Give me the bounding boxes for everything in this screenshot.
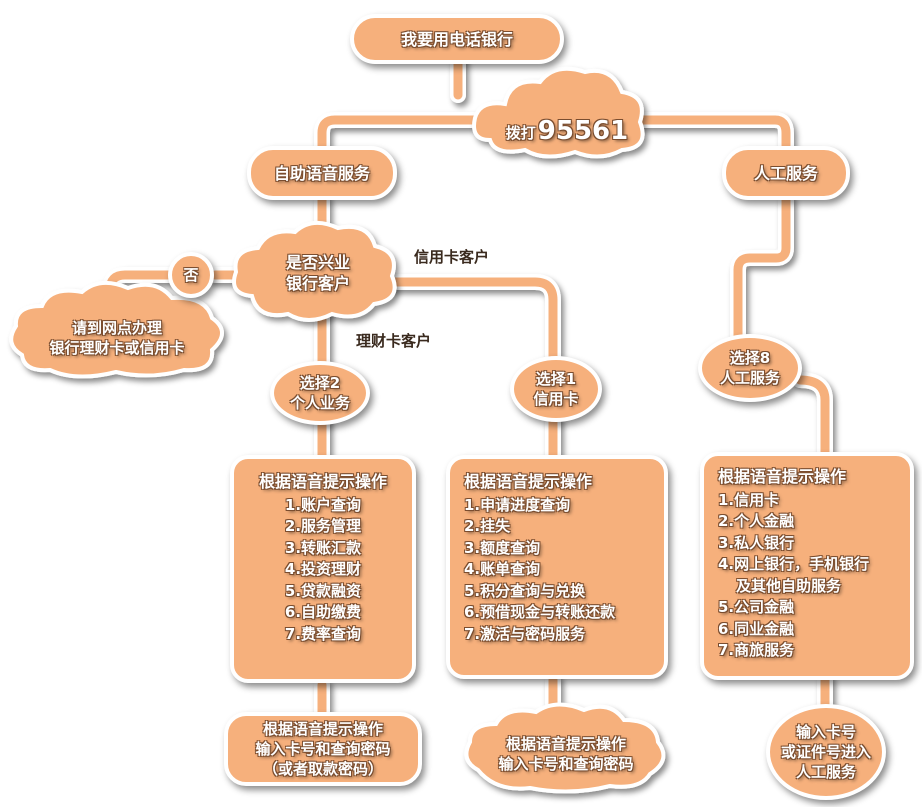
personal-end-line-1: 根据语音提示操作 <box>262 720 383 738</box>
human-end-line-1: 输入卡号 <box>795 723 856 741</box>
choose8-line-2: 人工服务 <box>719 369 780 387</box>
credit-item: 7.激活与密码服务 <box>464 624 586 643</box>
is-customer-line-1: 是否兴业 <box>285 253 350 272</box>
credit-item: 5.积分查询与兑换 <box>464 581 586 600</box>
cloud-branch-shape <box>9 280 224 379</box>
self-service-node: 自助语音服务 <box>247 146 397 200</box>
cloud-is-customer-shape <box>232 220 397 322</box>
credit-item: 4.账单查询 <box>464 560 541 578</box>
credit-end-node: 根据语音提示操作 输入卡号和查询密码 <box>476 734 656 774</box>
human-service-label: 人工服务 <box>753 163 818 183</box>
choose1-node: 选择1 信用卡 <box>510 356 602 422</box>
human-end-line-3: 人工服务 <box>795 763 856 781</box>
wealth-card-customer-label: 理财卡客户 <box>356 332 432 350</box>
dial-number: 95561 <box>537 116 629 146</box>
personal-options-box: 根据语音提示操作 1.账户查询 2.服务管理 3.转账汇款 4.投资理财 5.贷… <box>230 455 416 683</box>
root-label: 我要用电话银行 <box>400 29 513 49</box>
choose8-line-1: 选择8 <box>729 349 771 367</box>
no-node: 否 <box>168 252 214 298</box>
credit-header: 根据语音提示操作 <box>464 472 593 491</box>
is-customer-line-2: 银行客户 <box>285 274 350 293</box>
self-service-label: 自助语音服务 <box>273 163 370 183</box>
human-item: 1.信用卡 <box>718 490 780 509</box>
credit-item: 3.额度查询 <box>464 538 541 557</box>
credit-options-box: 根据语音提示操作 1.申请进度查询 2.挂失 3.额度查询 4.账单查询 5.积… <box>446 455 668 679</box>
credit-item: 6.预借现金与转账还款 <box>464 603 616 621</box>
personal-item: 7.费率查询 <box>284 624 362 643</box>
personal-item: 1.账户查询 <box>284 495 362 514</box>
choose2-line-1: 选择2 <box>299 374 341 392</box>
personal-item: 4.投资理财 <box>284 560 362 578</box>
human-item: 及其他自助服务 <box>736 576 842 595</box>
choose1-line-1: 选择1 <box>535 370 577 388</box>
personal-item: 2.服务管理 <box>284 517 362 535</box>
personal-end-node: 根据语音提示操作 输入卡号和查询密码 （或者取款密码） <box>224 712 422 786</box>
personal-item: 6.自助缴费 <box>284 603 362 621</box>
human-options-box: 根据语音提示操作 1.信用卡 2.个人金融 3.私人银行 4.网上银行，手机银行… <box>700 452 914 680</box>
human-item: 7.商旅服务 <box>718 641 795 659</box>
choose2-line-2: 个人业务 <box>289 394 350 412</box>
choose1-line-2: 信用卡 <box>533 390 579 408</box>
credit-end-line-2: 输入卡号和查询密码 <box>498 755 634 773</box>
is-customer-node: 是否兴业 银行客户 <box>262 252 374 294</box>
connector-lines <box>102 50 833 728</box>
cloud-credit-end-shape <box>464 702 666 794</box>
credit-item: 1.申请进度查询 <box>464 495 571 514</box>
human-item: 5.公司金融 <box>718 598 795 616</box>
credit-end-line-1: 根据语音提示操作 <box>505 735 626 753</box>
dial-node: 拨打 95561 <box>492 106 642 146</box>
human-item: 4.网上银行，手机银行 <box>718 555 870 573</box>
human-end-node: 输入卡号 或证件号进入 人工服务 <box>766 704 886 800</box>
personal-header: 根据语音提示操作 <box>258 472 387 491</box>
cloud-dial-shape <box>472 66 645 159</box>
personal-item: 3.转账汇款 <box>284 538 362 557</box>
human-end-line-2: 或证件号进入 <box>780 743 871 761</box>
human-header: 根据语音提示操作 <box>718 467 847 486</box>
branch-line-1: 请到网点办理 <box>71 319 162 337</box>
root-node: 我要用电话银行 <box>350 14 564 64</box>
choose8-node: 选择8 人工服务 <box>698 334 802 402</box>
human-item: 6.同业金融 <box>718 619 795 638</box>
credit-item: 2.挂失 <box>464 517 511 535</box>
human-item: 3.私人银行 <box>718 533 795 552</box>
no-label: 否 <box>183 266 199 284</box>
human-item: 2.个人金融 <box>718 512 795 530</box>
credit-card-customer-label: 信用卡客户 <box>414 248 490 266</box>
personal-item: 5.贷款融资 <box>284 581 362 600</box>
human-service-node: 人工服务 <box>722 146 850 200</box>
personal-end-line-3: （或者取款密码） <box>262 760 383 778</box>
branch-line-2: 银行理财卡或信用卡 <box>49 339 185 357</box>
branch-node: 请到网点办理 银行理财卡或信用卡 <box>24 318 210 358</box>
dial-prefix: 拨打 <box>505 124 536 142</box>
choose2-node: 选择2 个人业务 <box>270 361 370 425</box>
personal-end-line-2: 输入卡号和查询密码 <box>255 740 391 758</box>
